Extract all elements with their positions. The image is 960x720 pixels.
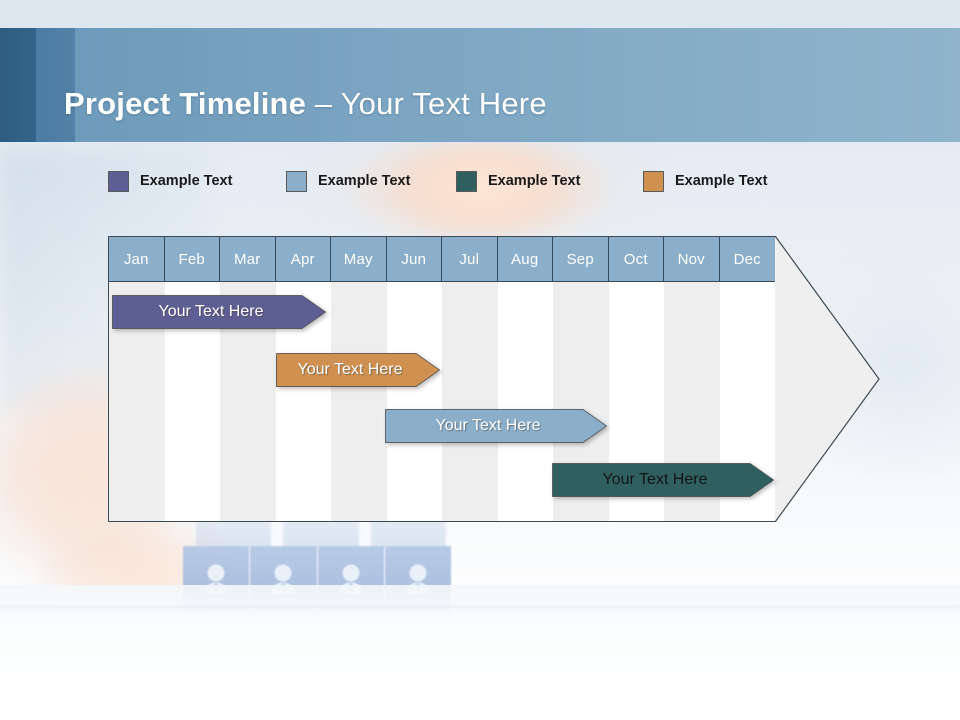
banner-band-light (75, 28, 960, 142)
month-header-underline (442, 281, 498, 282)
legend-swatch-icon (456, 170, 477, 192)
avatar-tile-back (196, 519, 272, 547)
page-title: Project Timeline – Your Text Here (64, 86, 547, 122)
task-arrow-shape (276, 353, 440, 387)
month-header-jun[interactable]: Jun (386, 237, 442, 282)
background-finger-top (395, 145, 570, 240)
legend-swatch-icon (643, 170, 664, 192)
month-header-nov[interactable]: Nov (664, 237, 720, 282)
month-header-underline (497, 281, 553, 282)
avatar-tile-back (370, 519, 446, 547)
month-header-dec[interactable]: Dec (719, 237, 775, 282)
legend-item[interactable]: Example Text (643, 169, 767, 193)
legend-swatch-icon (108, 170, 129, 192)
timeline-task-bar[interactable]: Your Text Here (385, 409, 607, 443)
legend-item[interactable]: Example Text (286, 169, 410, 193)
month-header-aug[interactable]: Aug (497, 237, 553, 282)
task-arrow-shape (112, 295, 326, 329)
month-header-may[interactable]: May (331, 237, 387, 282)
month-header-apr[interactable]: Apr (275, 237, 331, 282)
banner-band-medium (36, 28, 75, 142)
legend-label: Example Text (140, 173, 233, 189)
month-header-underline (719, 281, 775, 282)
timeline-task-bar[interactable]: Your Text Here (552, 463, 774, 497)
title-banner: Project Timeline – Your Text Here (0, 28, 960, 142)
legend-item[interactable]: Example Text (456, 169, 580, 193)
background-desk-edge (0, 606, 960, 607)
month-header-feb[interactable]: Feb (164, 237, 220, 282)
background-desk-surface (0, 585, 960, 720)
page-title-light: – Your Text Here (314, 86, 547, 121)
legend-swatch-icon (286, 170, 307, 192)
timeline-column-mar: Mar (220, 237, 276, 521)
avatar-tiles-back-row (196, 519, 446, 547)
month-header-oct[interactable]: Oct (608, 237, 664, 282)
month-header-underline (553, 281, 609, 282)
legend-label: Example Text (318, 173, 411, 189)
month-header-underline (220, 281, 276, 282)
timeline-task-bar[interactable]: Your Text Here (276, 353, 440, 387)
month-header-underline (608, 281, 664, 282)
month-header-mar[interactable]: Mar (220, 237, 276, 282)
page-title-bold: Project Timeline (64, 86, 315, 121)
legend-item[interactable]: Example Text (108, 169, 232, 193)
legend-label: Example Text (675, 173, 768, 189)
legend-label: Example Text (488, 173, 581, 189)
month-header-underline (386, 281, 442, 282)
month-header-underline (275, 281, 331, 282)
task-arrow-shape (552, 463, 774, 497)
month-header-underline (664, 281, 720, 282)
timeline-task-bar[interactable]: Your Text Here (112, 295, 326, 329)
legend: Example Text Example Text Example Text Exam… (108, 169, 808, 193)
month-header-underline (331, 281, 387, 282)
timeline-column-aug: Aug (497, 237, 553, 521)
month-header-sep[interactable]: Sep (553, 237, 609, 282)
timeline-column-jan: Jan (109, 237, 165, 521)
banner-band-dark (0, 28, 36, 142)
timeline-column-jul: Jul (442, 237, 498, 521)
month-header-jan[interactable]: Jan (109, 237, 165, 282)
task-arrow-shape (385, 409, 607, 443)
avatar-tile-back (283, 519, 359, 547)
timeline-column-feb: Feb (164, 237, 220, 521)
month-header-underline (164, 281, 220, 282)
month-header-jul[interactable]: Jul (442, 237, 498, 282)
month-header-underline (109, 281, 165, 282)
